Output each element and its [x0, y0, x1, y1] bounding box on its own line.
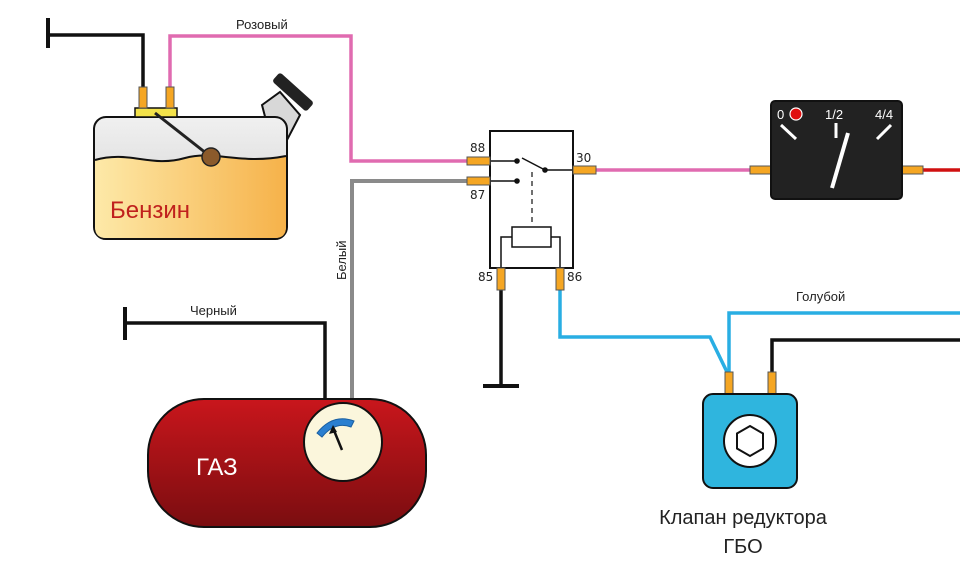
gauge-needle — [830, 132, 850, 189]
valve-label-line2: ГБО — [723, 536, 762, 558]
gas-tank: ГАЗ — [147, 398, 427, 528]
relay-coil-lead-86 — [551, 236, 561, 268]
petrol-connector-pink — [165, 86, 175, 109]
valve-connector-blue — [724, 371, 734, 395]
black-wire-petrol — [48, 33, 145, 88]
black-wire-label: Черный — [190, 303, 237, 318]
gauge-mark-full: 4/4 — [875, 107, 893, 122]
float-arm — [154, 111, 212, 159]
black-wire-valve — [770, 338, 960, 373]
gauge-tick-full — [875, 123, 893, 141]
relay-pin-86-label: 86 — [567, 270, 582, 284]
relay-coil-lead-85 — [500, 236, 512, 268]
petrol-connector-black — [138, 86, 148, 109]
relay-pin-88-label: 88 — [470, 141, 485, 155]
gas-tank-body — [147, 398, 427, 528]
gas-tank-label: ГАЗ — [196, 454, 238, 481]
filler-cap — [273, 73, 313, 111]
gauge-body — [770, 100, 903, 200]
black-wire-gas — [125, 321, 327, 404]
pink-wire-label: Розовый — [236, 17, 288, 32]
relay-pin-87 — [466, 176, 491, 186]
float-ball — [201, 147, 221, 167]
gauge-connector-left — [749, 165, 773, 175]
blue-wire-label: Голубой — [796, 289, 845, 304]
gauge-tick-empty — [779, 123, 798, 141]
relay-pin-30-label: 30 — [576, 151, 591, 165]
petrol-surface — [94, 154, 287, 163]
relay-pin-88 — [466, 156, 491, 166]
gauge-mark-half: 1/2 — [825, 107, 843, 122]
gauge-warning-lamp — [789, 107, 803, 121]
valve-label-line1: Клапан редуктора — [659, 507, 828, 529]
gas-sensor-scale — [316, 418, 355, 438]
blue-wire — [558, 289, 729, 373]
lpg-reducer-valve: Клапан редуктора ГБО — [659, 371, 828, 558]
pink-wire — [168, 34, 470, 163]
white-wire — [350, 179, 470, 403]
valve-connector-black — [767, 371, 777, 395]
white-wire-label: Белый — [334, 240, 349, 280]
relay-pin-30 — [572, 165, 597, 175]
relay: 88 87 30 85 86 — [466, 130, 597, 291]
gauge-connector-right — [900, 165, 924, 175]
blue-wire-branch — [727, 311, 960, 373]
petrol-tank: Бензин — [93, 73, 313, 240]
petrol-tank-label: Бензин — [110, 197, 190, 224]
relay-pin-85 — [496, 267, 506, 291]
gas-level-sensor — [303, 402, 383, 482]
petrol-liquid — [95, 155, 286, 238]
gas-sensor-needle-tip — [329, 425, 337, 434]
relay-coil — [511, 226, 552, 248]
relay-switch-arm — [521, 157, 546, 171]
relay-pin-86 — [555, 267, 565, 291]
valve-hex-nut-icon — [736, 424, 764, 458]
gauge-mark-empty: 0 — [777, 107, 784, 122]
fuel-gauge: 0 1/2 4/4 — [749, 100, 924, 200]
relay-pin-85-label: 85 — [478, 270, 493, 284]
relay-pin-87-label: 87 — [470, 188, 485, 202]
